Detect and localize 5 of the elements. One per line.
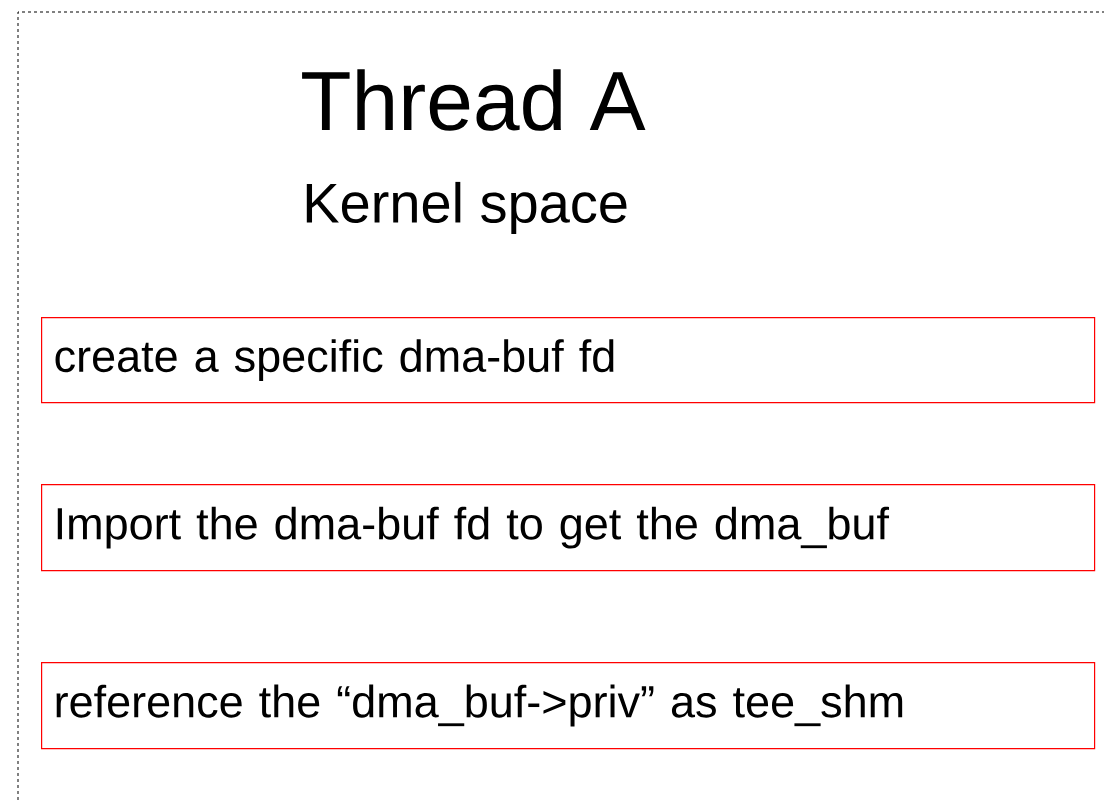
step-box: reference the “dma_buf->priv” as tee_shm: [41, 662, 1096, 750]
title: Thread A: [302, 69, 646, 131]
subtitle: Kernel space: [306, 181, 627, 235]
step-box: create a specific dma-buf fd: [41, 317, 1096, 404]
step-box: Import the dma-buf fd to get the dma_buf: [41, 484, 1096, 572]
